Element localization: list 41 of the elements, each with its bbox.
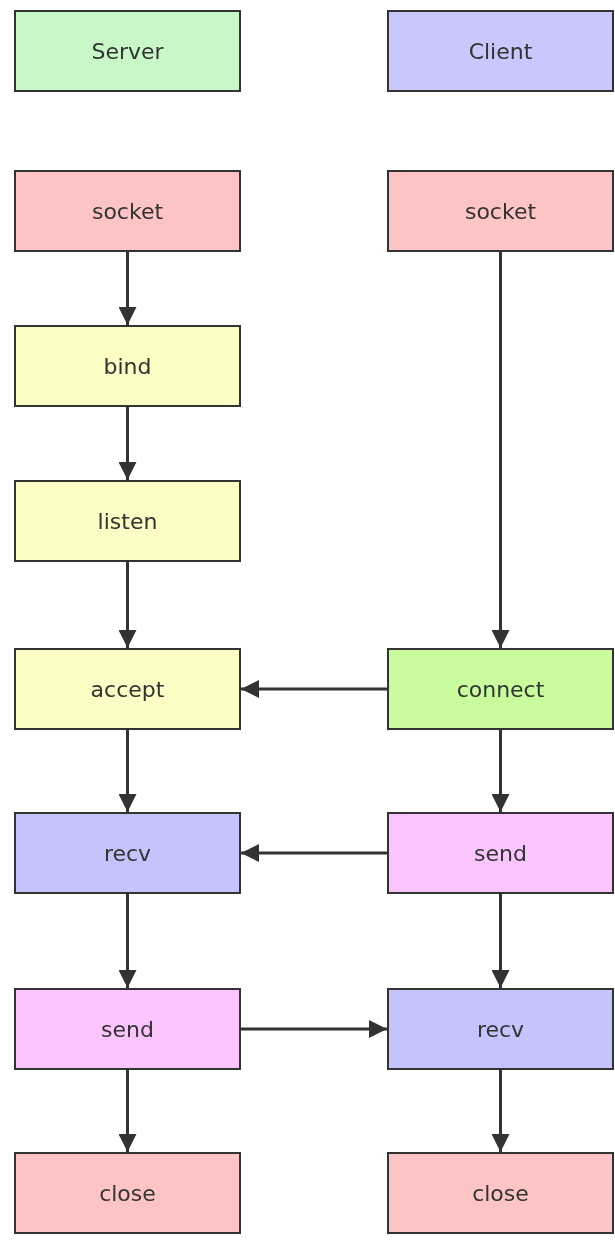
box-label: bind (103, 353, 152, 379)
box-label: socket (91, 198, 164, 224)
process-box (14, 1152, 241, 1234)
process-box (387, 812, 614, 894)
box-label: recv (476, 1016, 525, 1042)
box-label: connect (456, 676, 545, 702)
process-box (387, 10, 614, 92)
process-box (14, 170, 241, 252)
box-label: listen (97, 508, 158, 534)
arrow (118, 894, 137, 988)
arrow (491, 894, 510, 988)
arrow (491, 252, 510, 648)
arrow (118, 407, 137, 480)
arrow (118, 252, 137, 325)
box-label: Client (468, 38, 533, 64)
process-box (14, 988, 241, 1070)
process-box (387, 988, 614, 1070)
arrow (491, 1070, 510, 1152)
box-label: send (474, 840, 527, 866)
process-box (387, 1152, 614, 1234)
process-box (14, 648, 241, 730)
process-box (14, 480, 241, 562)
arrow (241, 844, 387, 862)
process-box (387, 648, 614, 730)
arrow (241, 1020, 387, 1038)
process-box (14, 10, 241, 92)
box-label: send (101, 1016, 154, 1042)
box-label: accept (90, 676, 165, 702)
box-label: close (472, 1180, 529, 1206)
box-label: Server (91, 38, 164, 64)
arrow (118, 562, 137, 648)
box-label: close (99, 1180, 156, 1206)
arrow (241, 680, 387, 698)
arrow (118, 730, 137, 812)
box-label: recv (103, 840, 152, 866)
box-label: socket (464, 198, 537, 224)
arrow (491, 730, 510, 812)
process-box (387, 170, 614, 252)
process-box (14, 812, 241, 894)
process-box (14, 325, 241, 407)
arrow (118, 1070, 137, 1152)
